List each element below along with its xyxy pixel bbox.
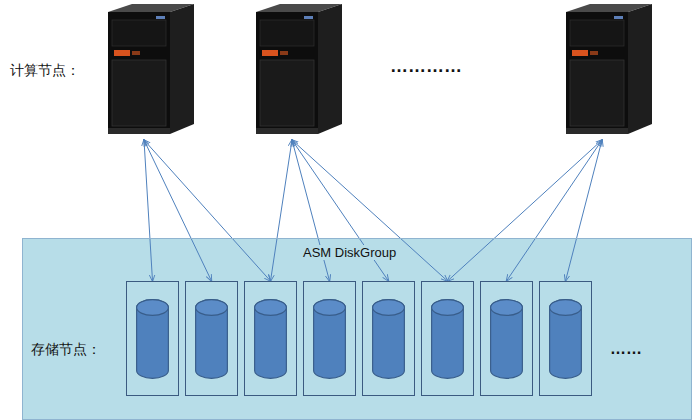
io-arrow bbox=[292, 140, 448, 281]
io-arrow bbox=[566, 140, 603, 281]
ellipsis: …… bbox=[610, 340, 642, 358]
storage-disk bbox=[421, 281, 474, 396]
disk-cylinder bbox=[304, 282, 355, 395]
server-illustration bbox=[248, 2, 348, 140]
server-illustration bbox=[100, 2, 200, 140]
storage-disk bbox=[362, 281, 415, 396]
compute-server bbox=[248, 2, 348, 140]
group-label: 计算节点： bbox=[10, 62, 80, 80]
band-fill bbox=[22, 238, 692, 420]
group-title: ASM DiskGroup bbox=[300, 245, 399, 260]
io-arrow bbox=[448, 140, 603, 281]
compute-server bbox=[100, 2, 200, 140]
io-arrow bbox=[144, 140, 153, 281]
disk-cylinder bbox=[186, 282, 237, 395]
disk-cylinder bbox=[363, 282, 414, 395]
io-arrow bbox=[271, 140, 293, 281]
disk-cylinder bbox=[127, 282, 178, 395]
disk-cylinder bbox=[481, 282, 532, 395]
storage-disk bbox=[539, 281, 592, 396]
storage-disk bbox=[244, 281, 297, 396]
asm-diskgroup-band: ASM DiskGroup 存储节点： bbox=[22, 238, 692, 420]
storage-disk bbox=[480, 281, 533, 396]
server-illustration bbox=[558, 2, 658, 140]
disk-cylinder bbox=[245, 282, 296, 395]
storage-disk bbox=[185, 281, 238, 396]
compute-server bbox=[558, 2, 658, 140]
storage-disk bbox=[126, 281, 179, 396]
io-arrow bbox=[507, 140, 603, 281]
disk-cylinder bbox=[540, 282, 591, 395]
ellipsis: ………… bbox=[390, 56, 462, 77]
io-arrow bbox=[144, 140, 212, 281]
io-arrow bbox=[144, 140, 271, 281]
storage-disk bbox=[303, 281, 356, 396]
disk-cylinder bbox=[422, 282, 473, 395]
group-label: 存储节点： bbox=[31, 341, 101, 359]
